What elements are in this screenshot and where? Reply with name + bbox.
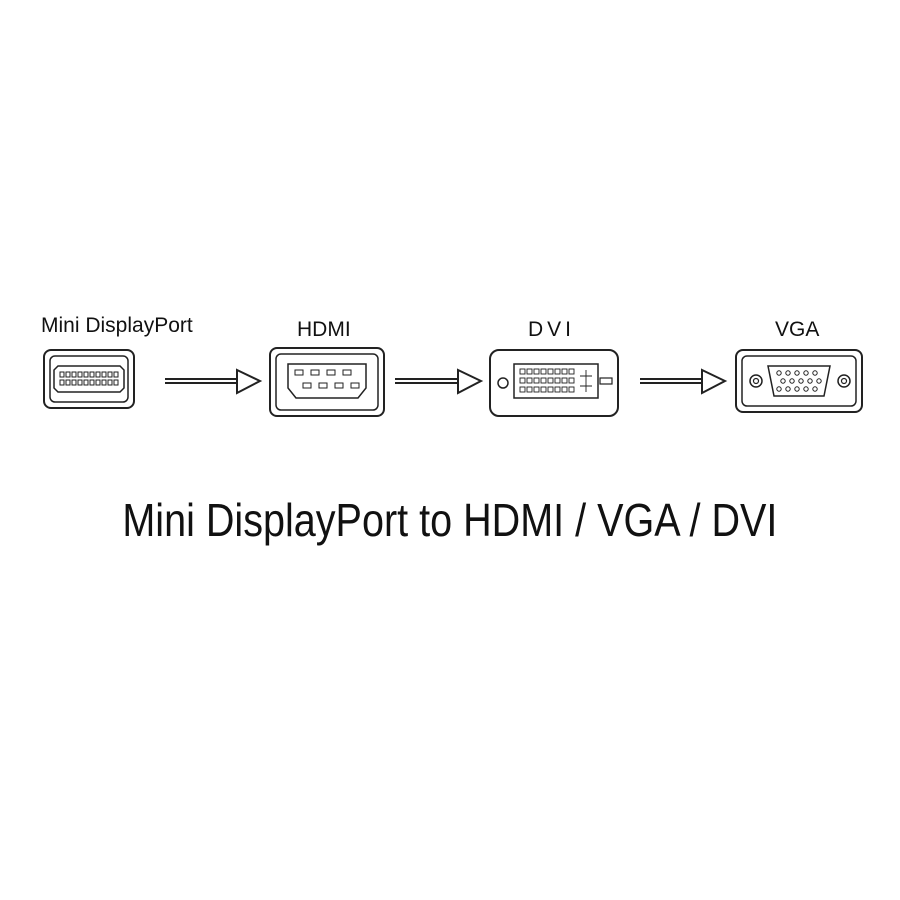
hdmi-pins — [294, 369, 360, 389]
mini-displayport-pins — [59, 371, 119, 386]
arrow-icon — [395, 368, 484, 395]
mini-displayport-label: Mini DisplayPort — [41, 314, 193, 337]
arrow-icon — [640, 368, 728, 395]
dvi-pins — [519, 368, 592, 393]
arrow-icon — [165, 368, 263, 395]
page-title-text: Mini DisplayPort to HDMI / VGA / DVI — [122, 494, 778, 546]
hdmi-label: HDMI — [297, 318, 351, 341]
hdmi-connector-icon — [269, 347, 385, 417]
vga-connector-icon — [735, 349, 863, 413]
mini-displayport-connector-icon — [43, 349, 135, 409]
dvi-connector-icon — [489, 349, 619, 417]
vga-pins — [776, 370, 822, 392]
dvi-label: DVI — [528, 318, 576, 341]
vga-label: VGA — [775, 318, 820, 341]
page-title: Mini DisplayPort to HDMI / VGA / DVI — [0, 492, 900, 548]
